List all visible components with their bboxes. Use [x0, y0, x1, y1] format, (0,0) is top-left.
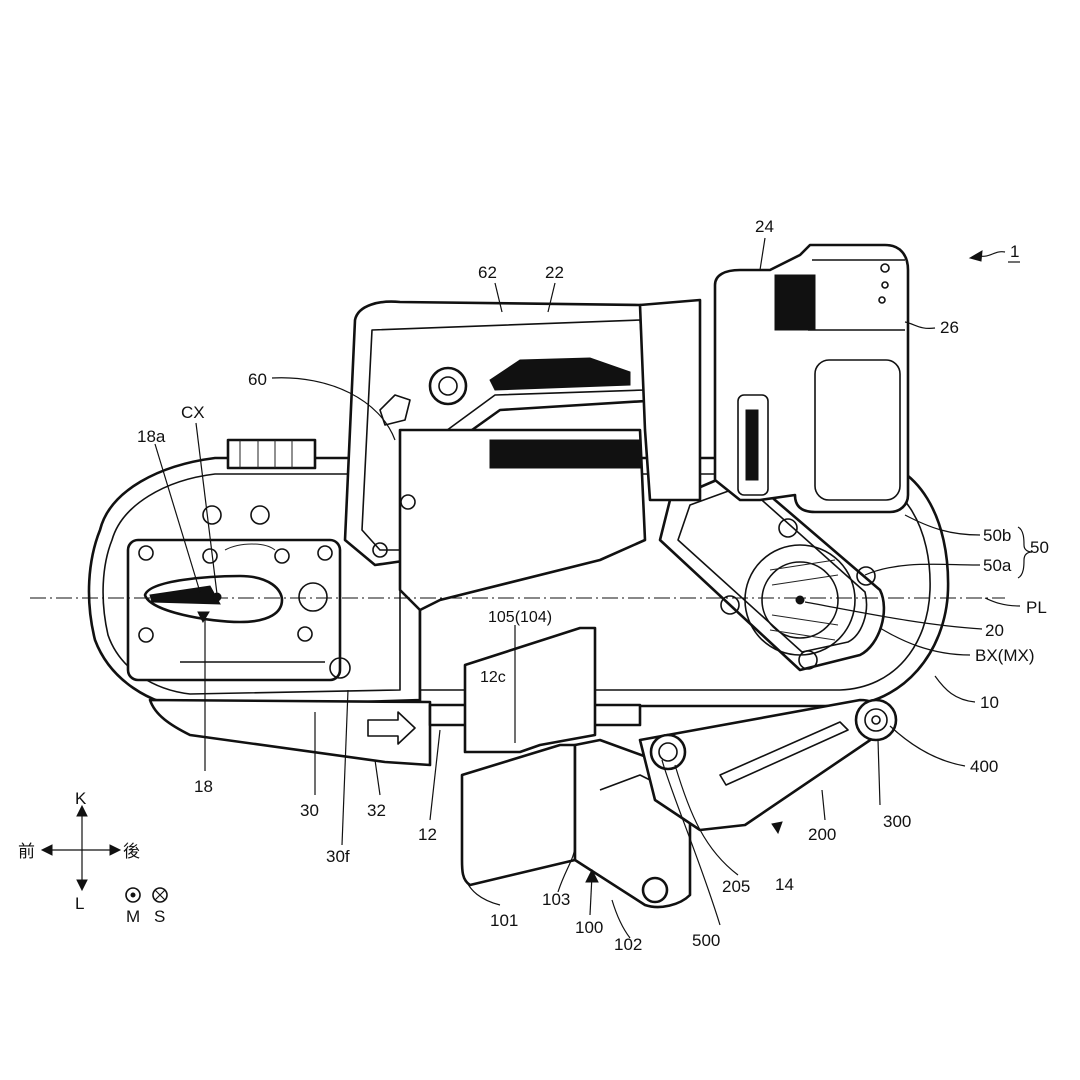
label-30f: 30f [326, 847, 350, 866]
direction-front-label: 前 [18, 842, 35, 862]
label-24: 24 [755, 217, 774, 236]
direction-down-label: L [75, 894, 84, 913]
label-50: 50 [1030, 538, 1049, 557]
label-32: 32 [367, 801, 386, 820]
battery-pack [713, 243, 910, 514]
label-500: 500 [692, 931, 720, 950]
figure-pointer-head [968, 250, 983, 262]
reference-labels: 1 62 22 24 26 60 CX 18a 50b 50 50a PL 20… [137, 217, 1049, 954]
direction-legend: K L 前 後 M S [18, 789, 168, 926]
label-18a: 18a [137, 427, 166, 446]
label-50b: 50b [983, 526, 1011, 545]
label-14: 14 [775, 875, 794, 894]
label-50a: 50a [983, 556, 1012, 575]
figure-pointer [979, 251, 1006, 257]
label-10: 10 [980, 693, 999, 712]
direction-rear-label: 後 [123, 842, 140, 862]
label-105-104: 105(104) [488, 609, 552, 626]
label-300: 300 [883, 812, 911, 831]
label-100: 100 [575, 918, 603, 937]
label-205: 205 [722, 877, 750, 896]
label-62: 62 [478, 263, 497, 282]
out-of-page-symbol [125, 887, 141, 903]
label-cx: CX [181, 403, 205, 422]
label-26: 26 [940, 318, 959, 337]
handle-body [343, 298, 702, 612]
figure-number-label: 1 [1010, 242, 1019, 261]
label-pl: PL [1026, 598, 1047, 617]
vise-arm [638, 698, 898, 832]
label-22: 22 [545, 263, 564, 282]
into-page-symbol [152, 887, 168, 903]
brace-50 [1017, 526, 1033, 579]
label-101: 101 [490, 911, 518, 930]
out-of-page-label: M [126, 907, 140, 926]
label-12c: 12c [480, 669, 506, 686]
label-bx-mx: BX(MX) [975, 646, 1035, 665]
direction-up-label: K [75, 789, 87, 808]
leader-arrows [197, 611, 783, 883]
label-30: 30 [300, 801, 319, 820]
label-18: 18 [194, 777, 213, 796]
label-103: 103 [542, 890, 570, 909]
label-102: 102 [614, 935, 642, 954]
label-60: 60 [248, 370, 267, 389]
label-20: 20 [985, 621, 1004, 640]
label-200: 200 [808, 825, 836, 844]
into-page-label: S [154, 907, 165, 926]
label-400: 400 [970, 757, 998, 776]
label-12: 12 [418, 825, 437, 844]
